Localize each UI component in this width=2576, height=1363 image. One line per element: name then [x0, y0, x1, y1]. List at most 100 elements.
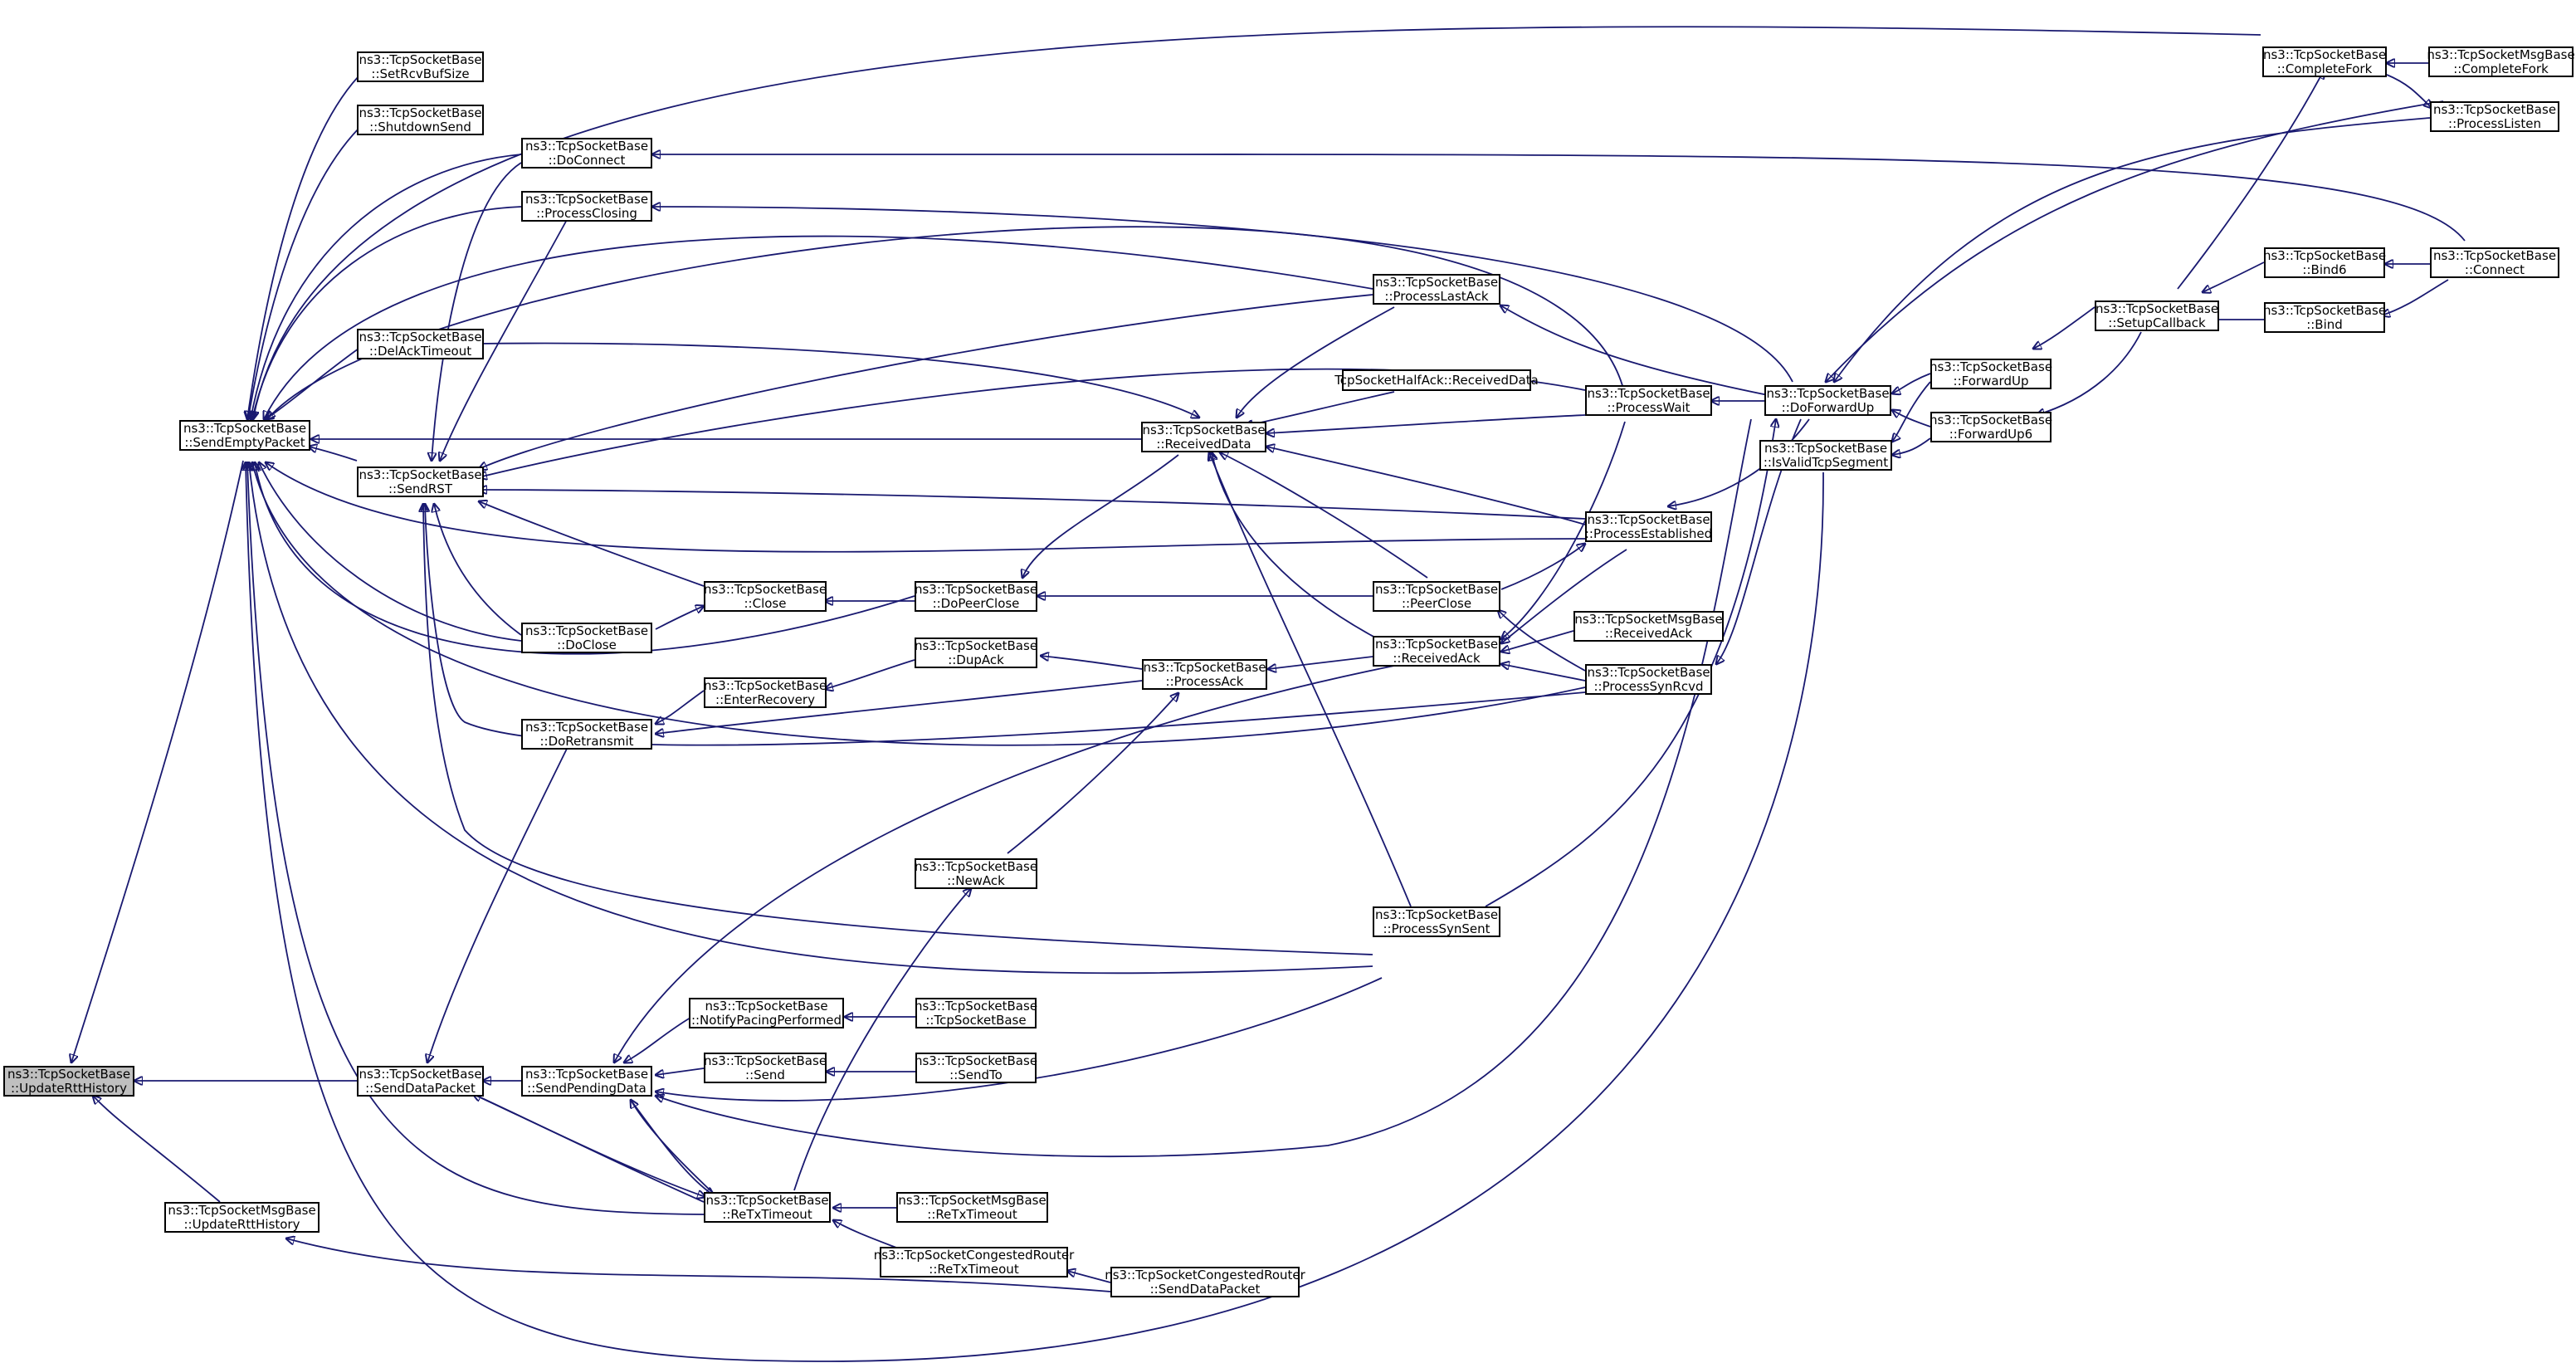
node-process-listen[interactable]: ns3::TcpSocketBase::ProcessListen [2430, 101, 2559, 132]
edge-forwardup6-doforwardup [1892, 410, 1931, 427]
node-complete-fork[interactable]: ns3::TcpSocketBase::CompleteFork [2262, 46, 2387, 77]
node-send-pending-data[interactable]: ns3::TcpSocketBase::SendPendingData [521, 1066, 652, 1097]
edge-send-sendpending [656, 1067, 705, 1075]
edge-completefork-processlisten [2386, 74, 2432, 108]
edge-doconnect-sendrst [432, 162, 522, 461]
edge-doclose-sendempty [259, 462, 522, 642]
edge-setupcallback-forwardup6 [2037, 331, 2142, 415]
edge-sendpending-retx [630, 1099, 714, 1195]
edge-receivedack-receiveddata [1212, 452, 1395, 648]
node-received-data[interactable]: ns3::TcpSocketBase::ReceivedData [1141, 422, 1266, 452]
node-msg-complete-fork[interactable]: ns3::TcpSocketMsgBase::CompleteFork [2427, 46, 2575, 77]
node-send-empty-packet[interactable]: ns3::TcpSocketBase::SendEmptyPacket [179, 420, 310, 451]
edge-retx-sendempty [247, 462, 705, 1215]
edge-bind6-setupcallback [2203, 261, 2265, 292]
edge-retx-sendpending [631, 1100, 715, 1194]
edge-processclosing-doforwardup [652, 207, 1793, 383]
edge-doclose-close [655, 606, 704, 630]
node-connect[interactable]: ns3::TcpSocketBase::Connect [2430, 247, 2559, 278]
edge-doconnect-sendempty [251, 154, 522, 419]
edge-processlisten-doforwardup [1834, 117, 2431, 382]
edge-setupcallback-completefork [2177, 71, 2324, 290]
edge-retx-newack [793, 888, 971, 1191]
edge-congsend-congretx [1067, 1271, 1111, 1283]
edge-receiveddata-dopeerclose [1022, 454, 1179, 578]
edge-close-sendrst [479, 501, 705, 587]
node-enter-recovery[interactable]: ns3::TcpSocketBase::EnterRecovery [703, 677, 827, 708]
edge-peerclose-receiveddata [1220, 452, 1428, 579]
edge-processsynsent-doforwardup [1485, 419, 1776, 907]
node-peer-close[interactable]: ns3::TcpSocketBase::PeerClose [1373, 581, 1500, 612]
node-process-wait[interactable]: ns3::TcpSocketBase::ProcessWait [1585, 385, 1712, 416]
edge-senddatapacket-retx [472, 1093, 705, 1197]
node-received-ack[interactable]: ns3::TcpSocketBase::ReceivedAck [1373, 636, 1500, 667]
node-process-syn-sent[interactable]: ns3::TcpSocketBase::ProcessSynSent [1373, 906, 1500, 937]
edge-connect-doconnect [652, 154, 2466, 242]
edge-forwardup-isvalid [1892, 381, 1931, 442]
node-send-data-packet[interactable]: ns3::TcpSocketBase::SendDataPacket [357, 1066, 484, 1097]
node-forward-up6[interactable]: ns3::TcpSocketBase::ForwardUp6 [1929, 412, 2053, 442]
node-process-closing[interactable]: ns3::TcpSocketBase::ProcessClosing [521, 191, 652, 222]
node-setup-callback[interactable]: ns3::TcpSocketBase::SetupCallback [2095, 300, 2219, 331]
node-process-syn-rcvd[interactable]: ns3::TcpSocketBase::ProcessSynRcvd [1585, 664, 1712, 695]
edge-isvalid-sendempty [246, 462, 1824, 1362]
edge-processclosing-sendrst [440, 217, 568, 461]
node-bind[interactable]: ns3::TcpSocketBase::Bind [2262, 302, 2387, 333]
edge-processlastack-receiveddata [1237, 306, 1395, 418]
edge-setrcvbuf-sendempty [247, 76, 359, 419]
edge-processestablished-sendempty [266, 462, 1586, 553]
node-forward-up[interactable]: ns3::TcpSocketBase::ForwardUp [1929, 359, 2053, 389]
node-update-rtt-history-root: ns3::TcpSocketBase::UpdateRttHistory [3, 1066, 134, 1097]
edge-enterrecovery-doretransmit [656, 690, 705, 724]
node-do-close[interactable]: ns3::TcpSocketBase::DoClose [521, 623, 652, 653]
node-notify-pacing-performed[interactable]: ns3::TcpSocketBase::NotifyPacingPerforme… [689, 998, 844, 1028]
edge-setupcallback-forwardup [2033, 306, 2095, 349]
node-do-peer-close[interactable]: ns3::TcpSocketBase::DoPeerClose [914, 581, 1038, 612]
edge-processwait-receivedack [1501, 421, 1626, 639]
node-msg-update-rtt-history[interactable]: ns3::TcpSocketMsgBase::UpdateRttHistory [164, 1202, 320, 1233]
edge-doretransmit-senddatapacket [427, 746, 568, 1063]
node-do-connect[interactable]: ns3::TcpSocketBase::DoConnect [521, 138, 652, 169]
node-half-ack-received-data[interactable]: TcpSocketHalfAck::ReceivedData [1334, 369, 1539, 391]
node-congested-send-data-packet[interactable]: ns3::TcpSocketCongestedRouter::SendDataP… [1105, 1267, 1305, 1297]
node-new-ack[interactable]: ns3::TcpSocketBase::NewAck [914, 858, 1038, 889]
node-tcp-socket-base-ctor[interactable]: ns3::TcpSocketBase::TcpSocketBase [914, 998, 1038, 1028]
node-close[interactable]: ns3::TcpSocketBase::Close [703, 581, 827, 612]
edge-peerclose-processestablished [1500, 544, 1585, 590]
node-process-ack[interactable]: ns3::TcpSocketBase::ProcessAck [1142, 659, 1267, 690]
edge-processclosing-sendempty [252, 206, 522, 419]
edge-doclose-sendrst [434, 504, 522, 636]
edge-sendempty-root [71, 460, 244, 1063]
node-msg-retx-timeout[interactable]: ns3::TcpSocketMsgBase::ReTxTimeout [896, 1192, 1048, 1223]
edge-processsynsent-receiveddata [1209, 452, 1412, 907]
node-retx-timeout[interactable]: ns3::TcpSocketBase::ReTxTimeout [704, 1192, 831, 1223]
edge-processsynsent-sendrst [423, 504, 1373, 955]
node-del-ack-timeout[interactable]: ns3::TcpSocketBase::DelAckTimeout [357, 329, 484, 359]
edge-completefork-sendempty [253, 26, 2261, 419]
node-set-rcv-buf-size[interactable]: ns3::TcpSocketBase::SetRcvBufSize [357, 51, 484, 82]
node-send[interactable]: ns3::TcpSocketBase::Send [703, 1053, 827, 1083]
node-bind6[interactable]: ns3::TcpSocketBase::Bind6 [2262, 247, 2387, 278]
node-congested-retx-timeout[interactable]: ns3::TcpSocketCongestedRouter::ReTxTimeo… [873, 1247, 1075, 1278]
edge-shutdownsend-sendempty [248, 128, 359, 419]
node-send-rst[interactable]: ns3::TcpSocketBase::SendRST [357, 467, 484, 497]
edge-dopeerclose-sendempty [255, 462, 915, 655]
edge-receivedack-processack [1268, 656, 1373, 669]
node-dup-ack[interactable]: ns3::TcpSocketBase::DupAck [914, 638, 1038, 668]
edge-notifypacing-sendpending [624, 1017, 691, 1063]
node-do-retransmit[interactable]: ns3::TcpSocketBase::DoRetransmit [521, 719, 652, 750]
node-send-to[interactable]: ns3::TcpSocketBase::SendTo [914, 1053, 1038, 1083]
node-msg-received-ack[interactable]: ns3::TcpSocketMsgBase::ReceivedAck [1573, 611, 1724, 642]
node-is-valid-tcp-segment[interactable]: ns3::TcpSocketBase::IsValidTcpSegment [1759, 440, 1892, 471]
node-do-forward-up[interactable]: ns3::TcpSocketBase::DoForwardUp [1764, 385, 1891, 416]
edge-processestablished-receivedack [1501, 549, 1627, 643]
edge-processestablished-receiveddata [1266, 447, 1586, 525]
edge-forwardup6-isvalid [1892, 437, 1931, 455]
edge-receivedack-sendpending [614, 665, 1395, 1063]
node-process-last-ack[interactable]: ns3::TcpSocketBase::ProcessLastAck [1373, 274, 1500, 305]
edge-processack-doretransmit [656, 680, 1143, 734]
node-process-established[interactable]: ns3::TcpSocketBase::ProcessEstablished [1584, 511, 1713, 542]
node-shutdown-send[interactable]: ns3::TcpSocketBase::ShutdownSend [357, 105, 484, 135]
